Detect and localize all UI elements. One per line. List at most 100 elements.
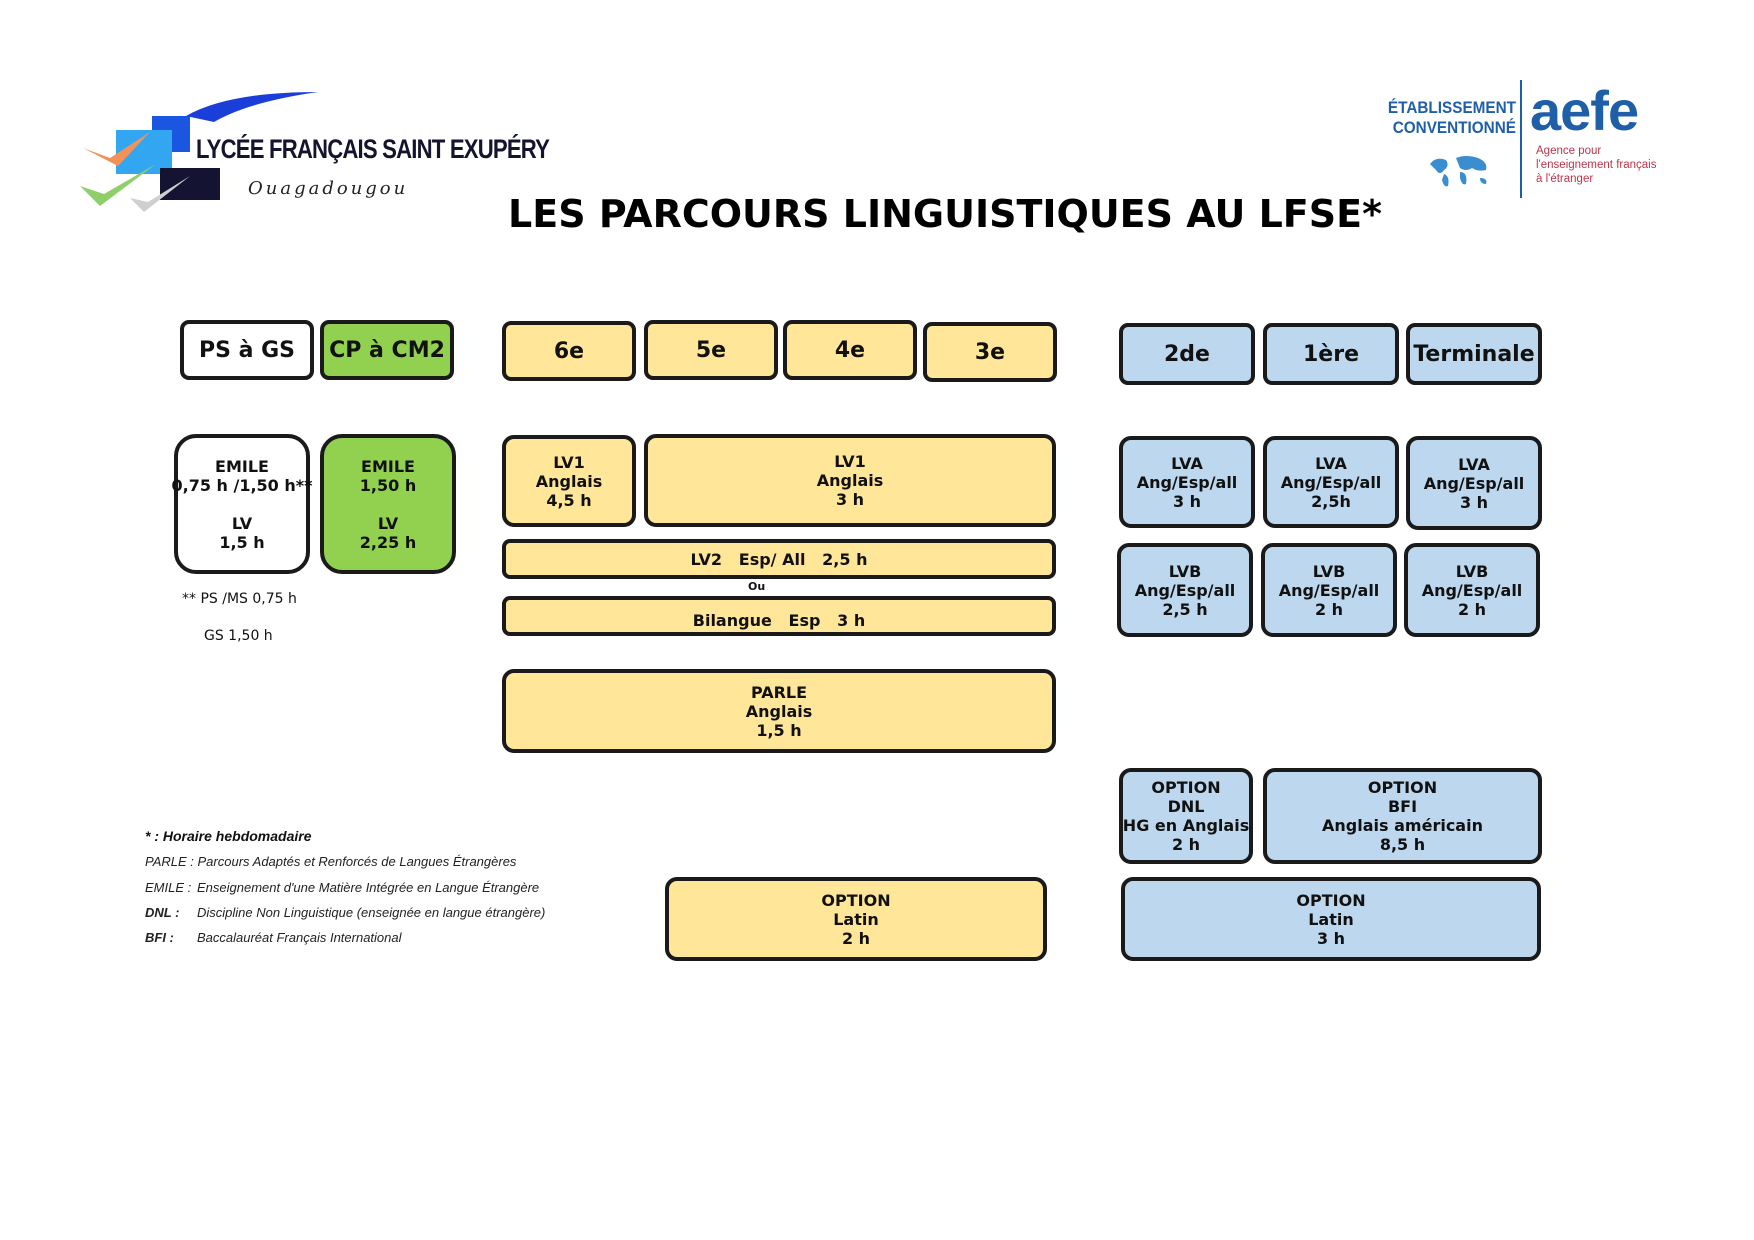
college-option-latin: OPTION Latin 2 h [665, 877, 1047, 961]
aefe-etab-line2: CONVENTIONNÉ [1392, 118, 1516, 137]
aefe-etab-line1: ÉTABLISSEMENT [1387, 98, 1516, 117]
lycee-option-dnl: OPTION DNL HG en Anglais 2 h [1119, 768, 1253, 864]
level-5e: 5e [644, 320, 778, 380]
lycee-option-bfi: OPTION BFI Anglais américain 8,5 h [1263, 768, 1542, 864]
aefe-brand: aefe [1530, 79, 1639, 142]
world-map-icon [1430, 156, 1487, 187]
lycee-option-latin-line1: OPTION [1296, 890, 1366, 910]
lycee-lva-terminale-line1: LVA [1458, 454, 1490, 474]
aefe-sub-line3: à l'étranger [1536, 173, 1594, 185]
lycee-lva-1ere-line2: Ang/Esp/all [1280, 472, 1382, 492]
lycee-lvb-1ere: LVB Ang/Esp/all 2 h [1261, 543, 1397, 637]
college-parle-line1: PARLE [750, 682, 808, 702]
lycee-option-bfi-line1: OPTION [1367, 778, 1438, 797]
maternelle-line1: EMILE [215, 456, 269, 476]
level-1ere: 1ère [1263, 323, 1399, 385]
aefe-logo: ÉTABLISSEMENT CONVENTIONNÉ aefe Agence p… [1380, 79, 1680, 200]
legend: * : Horaire hebdomadaire PARLE : Parcour… [145, 828, 615, 955]
elementaire-line4: 2,25 h [359, 532, 417, 552]
maternelle-note-1: ** PS /MS 0,75 h [182, 591, 297, 607]
lycee-lvb-2de-line1: LVB [1168, 561, 1202, 581]
legend-bfi-value: Baccalauréat Français International [197, 930, 402, 945]
aefe-subtitle: Agence pour l'enseignement français à l'… [1536, 144, 1676, 186]
lycee-lvb-2de-line2: Ang/Esp/all [1134, 580, 1236, 600]
page-title: LES PARCOURS LINGUISTIQUES AU LFSE* [508, 192, 1382, 236]
school-logo: LYCÉE FRANÇAIS SAINT EXUPÉRY Ouagadougou [78, 86, 550, 216]
school-logo-graphic [80, 92, 318, 212]
legend-emile-value: Enseignement d'une Matière Intégrée en L… [197, 880, 540, 895]
level-terminale: Terminale [1406, 323, 1542, 385]
lycee-option-dnl-line2: DNL [1167, 797, 1205, 816]
lycee-lva-terminale: LVA Ang/Esp/all 3 h [1406, 436, 1542, 530]
lycee-option-dnl-line3: HG en Anglais [1122, 816, 1250, 835]
college-option-latin-line3: 2 h [841, 928, 871, 948]
lycee-lva-terminale-line3: 3 h [1459, 492, 1489, 512]
lycee-lva-terminale-line2: Ang/Esp/all [1423, 473, 1525, 493]
lycee-lva-1ere: LVA Ang/Esp/all 2,5h [1263, 436, 1399, 528]
maternelle-line2: 0,75 h /1,50 h** [171, 475, 313, 495]
level-3e: 3e [923, 322, 1057, 382]
college-option-latin-line1: OPTION [821, 890, 891, 910]
elementaire-line3: LV [377, 513, 399, 533]
college-bilangue: Bilangue Esp 3 h [502, 596, 1056, 636]
lycee-lva-2de-line1: LVA [1171, 453, 1203, 473]
college-lv1-6e-line2: Anglais [535, 471, 603, 491]
lycee-lvb-2de: LVB Ang/Esp/all 2,5 h [1117, 543, 1253, 637]
lycee-lva-1ere-line3: 2,5h [1311, 491, 1351, 511]
lycee-option-latin-line2: Latin [1308, 909, 1354, 929]
lycee-lvb-terminale-line2: Ang/Esp/all [1421, 580, 1523, 600]
lycee-lvb-terminale-line1: LVB [1455, 561, 1489, 581]
level-2de: 2de [1119, 323, 1255, 385]
aefe-sub-line2: l'enseignement français [1536, 159, 1657, 171]
aefe-divider [1520, 80, 1522, 198]
lycee-lva-2de-line3: 3 h [1172, 491, 1202, 511]
maternelle-note-2: GS 1,50 h [204, 628, 273, 644]
college-parle: PARLE Anglais 1,5 h [502, 669, 1056, 753]
legend-bfi: BFI : Baccalauréat Français International [145, 930, 615, 955]
lycee-lvb-2de-line3: 2,5 h [1162, 599, 1208, 619]
lycee-lva-2de: LVA Ang/Esp/all 3 h [1119, 436, 1255, 528]
college-lv1-5e-3e: LV1 Anglais 3 h [644, 434, 1056, 527]
maternelle-line3: LV [231, 513, 253, 533]
level-cp-cm2: CP à CM2 [320, 320, 454, 380]
legend-dnl-key: DNL : [145, 905, 180, 920]
lycee-lvb-terminale-line3: 2 h [1457, 599, 1487, 619]
maternelle-line4: 1,5 h [219, 532, 265, 552]
maternelle-box: EMILE 0,75 h /1,50 h** LV 1,5 h [171, 434, 313, 574]
legend-star: * : Horaire hebdomadaire [145, 828, 312, 844]
legend-parle: PARLE : Parcours Adaptés et Renforcés de… [145, 854, 517, 869]
lycee-option-latin-line3: 3 h [1316, 928, 1346, 948]
college-parle-line3: 1,5 h [756, 720, 802, 740]
elementaire-line2: 1,50 h [359, 475, 417, 495]
legend-emile: EMILE : Enseignement d'une Matière Intégr… [145, 880, 615, 905]
lycee-lvb-1ere-line2: Ang/Esp/all [1278, 580, 1380, 600]
legend-dnl: DNL : Discipline Non Linguistique (enseig… [145, 905, 615, 930]
college-lv1-5e-3e-line3: 3 h [835, 490, 865, 509]
lycee-option-dnl-line4: 2 h [1171, 835, 1201, 854]
college-option-latin-line2: Latin [833, 909, 879, 929]
lycee-lva-1ere-line1: LVA [1315, 453, 1347, 473]
college-or-label: Ou [748, 580, 766, 593]
college-lv1-6e-line3: 4,5 h [546, 490, 592, 510]
lycee-option-latin: OPTION Latin 3 h [1121, 877, 1541, 961]
level-ps-gs: PS à GS [180, 320, 314, 380]
aefe-etab-label: ÉTABLISSEMENT CONVENTIONNÉ [1372, 98, 1516, 138]
school-city: Ouagadougou [248, 178, 409, 199]
legend-bfi-key: BFI : [145, 930, 174, 945]
lycee-lvb-1ere-line1: LVB [1312, 561, 1346, 581]
lycee-lvb-1ere-line3: 2 h [1314, 599, 1344, 619]
legend-dnl-value: Discipline Non Linguistique (enseignée e… [197, 905, 546, 920]
lycee-option-bfi-line3: Anglais américain [1322, 816, 1483, 835]
college-lv1-5e-3e-line1: LV1 [834, 452, 866, 471]
college-parle-line2: Anglais [745, 701, 813, 721]
college-lv2: LV2 Esp/ All 2,5 h [502, 539, 1056, 579]
elementaire-line1: EMILE [361, 456, 415, 476]
legend-emile-key: EMILE : [145, 880, 192, 895]
lycee-option-dnl-line1: OPTION [1151, 778, 1221, 797]
level-4e: 4e [783, 320, 917, 380]
lycee-option-bfi-line4: 8,5 h [1379, 835, 1426, 854]
college-lv1-5e-3e-line2: Anglais [816, 471, 884, 490]
aefe-sub-line1: Agence pour [1536, 145, 1602, 157]
college-lv1-6e: LV1 Anglais 4,5 h [502, 435, 636, 527]
lycee-lva-2de-line2: Ang/Esp/all [1136, 472, 1238, 492]
